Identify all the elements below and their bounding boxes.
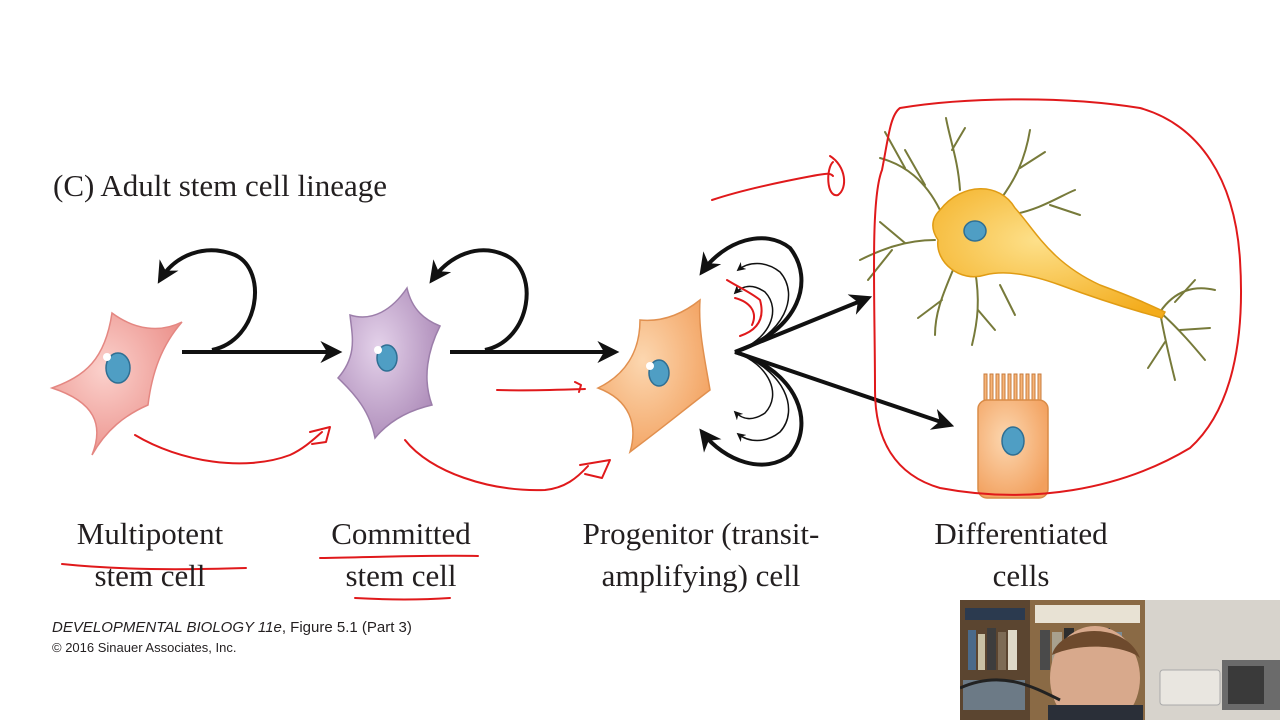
committed-stem-cell [336, 286, 442, 440]
figure-credit: DEVELOPMENTAL BIOLOGY 11e, Figure 5.1 (P… [52, 619, 412, 636]
label-progenitor-cell: Progenitor (transit- amplifying) cell [582, 516, 820, 593]
inner-renewal-arrows [733, 261, 790, 443]
panel-title: (C) Adult stem cell lineage [53, 168, 388, 203]
figure-number: , Figure 5.1 (Part 3) [281, 619, 412, 636]
neuron-cell [859, 117, 1216, 381]
epithelial-cell [977, 373, 1049, 499]
multipotent-stem-cell [49, 311, 183, 456]
label-multipotent-stem-cell: Multipotent stem cell [76, 516, 224, 593]
lineage-arrows [157, 236, 955, 467]
progenitor-cell [596, 298, 711, 454]
label-committed-stem-cell: Committed stem cell [331, 516, 471, 593]
book-title: DEVELOPMENTAL BIOLOGY 11e [52, 619, 282, 636]
label-differentiated-cells: Differentiated cells [934, 516, 1108, 593]
red-annotations [61, 98, 1243, 601]
copyright-notice: © 2016 Sinauer Associates, Inc. [52, 640, 237, 655]
presenter-webcam-overlay [960, 600, 1280, 720]
webcam-frame [960, 600, 1280, 720]
